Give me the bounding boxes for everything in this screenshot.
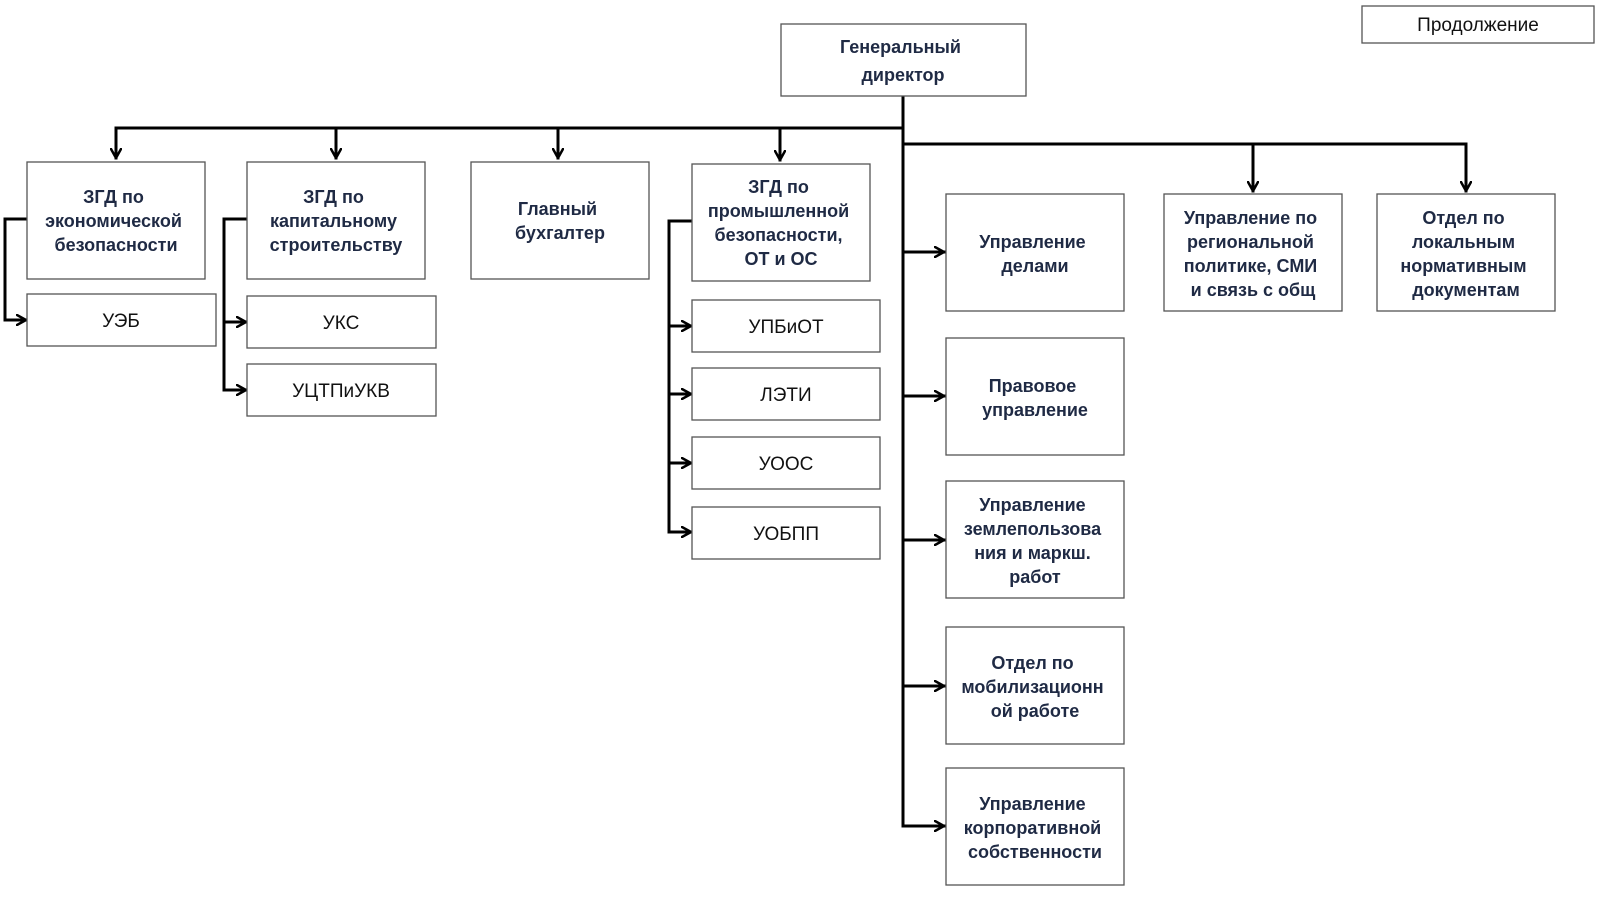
dept-property-label: Управление корпоративной собственности: [964, 794, 1107, 862]
chief-accountant-box: Главный бухгалтер: [470, 161, 650, 280]
general-director-box: Генеральный директор: [780, 23, 1027, 97]
unit-uks-label: УКС: [323, 313, 360, 334]
dept-land-label: Управление землепользова ния и маркш. ра…: [964, 495, 1106, 587]
industrial-sub-line: [667, 219, 694, 534]
deputy-industrial-box: ЗГД по промышленной безопасности, ОТ и О…: [691, 163, 871, 282]
unit-ueb-box: УЭБ: [26, 293, 217, 347]
general-director-label: Генеральный директор: [840, 37, 966, 85]
deputy-capital-label: ЗГД по капитальному строительству: [270, 187, 403, 255]
dept-mobilization-label: Отдел по мобилизационн ой работе: [961, 653, 1108, 721]
econ-sub-line: [3, 217, 29, 322]
dept-affairs-box: Управление делами: [945, 193, 1125, 312]
dept-local-docs-box: Отдел по локальным нормативным документа…: [1376, 193, 1556, 312]
unit-ueb-label: УЭБ: [102, 311, 140, 332]
unit-uoos-box: УООС: [691, 436, 881, 490]
unit-leti-label: ЛЭТИ: [760, 385, 811, 406]
deputy-industrial-label: ЗГД по промышленной безопасности, ОТ и О…: [708, 177, 854, 269]
connectors: [3, 95, 1466, 826]
dept-local-docs-label: Отдел по локальным нормативным документа…: [1400, 208, 1531, 300]
dept-affairs-label: Управление делами: [979, 232, 1090, 276]
dept-property-box: Управление корпоративной собственности: [945, 767, 1125, 886]
dept-regional-label: Управление по региональной политике, СМИ…: [1184, 208, 1323, 300]
unit-uks-box: УКС: [246, 295, 437, 349]
chief-accountant-label: Главный бухгалтер: [515, 199, 605, 243]
unit-uctp-box: УЦТПиУКВ: [246, 363, 437, 417]
deputy-econ-box: ЗГД по экономической безопасности: [26, 161, 206, 280]
continuation-box: Продолжение: [1361, 5, 1595, 44]
unit-upbiot-label: УПБиОТ: [748, 317, 824, 338]
unit-leti-box: ЛЭТИ: [691, 367, 881, 421]
deputy-econ-label: ЗГД по экономической безопасности: [45, 187, 187, 255]
unit-upbiot-box: УПБиОТ: [691, 299, 881, 353]
unit-uobpp-box: УОБПП: [691, 506, 881, 560]
dept-mobilization-box: Отдел по мобилизационн ой работе: [945, 626, 1125, 745]
dept-regional-box: Управление по региональной политике, СМИ…: [1163, 193, 1343, 312]
unit-uoos-label: УООС: [759, 454, 814, 475]
unit-uobpp-label: УОБПП: [753, 524, 819, 545]
dept-legal-box: Правовое управление: [945, 337, 1125, 456]
deputy-capital-box: ЗГД по капитальному строительству: [246, 161, 426, 280]
dept-land-box: Управление землепользова ния и маркш. ра…: [945, 480, 1125, 599]
dept-legal-label: Правовое управление: [982, 376, 1088, 420]
capital-sub-line: [222, 217, 249, 392]
unit-uctp-label: УЦТПиУКВ: [292, 381, 390, 402]
continuation-label: Продолжение: [1417, 15, 1539, 36]
